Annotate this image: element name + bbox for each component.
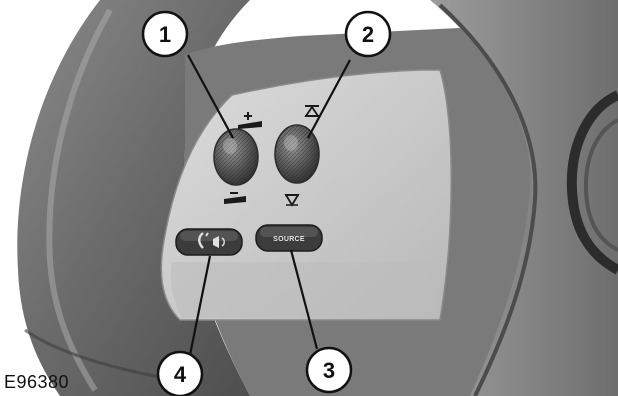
callout-2: 2: [346, 12, 390, 56]
volume-roller[interactable]: [214, 129, 258, 185]
callout-1: 1: [143, 12, 187, 56]
seek-roller[interactable]: [275, 125, 319, 183]
source-button-label: SOURCE: [273, 236, 305, 243]
callout-3: 3: [307, 348, 351, 392]
source-button[interactable]: SOURCE: [256, 225, 322, 251]
phone-voice-button[interactable]: [176, 229, 242, 255]
figure-id: E96380: [4, 372, 69, 392]
panel-lower-band: [171, 262, 438, 318]
callout-3-label: 3: [323, 358, 335, 383]
callout-1-label: 1: [159, 22, 171, 47]
callout-4-label: 4: [174, 362, 187, 387]
callout-4: 4: [158, 352, 202, 396]
callout-2-label: 2: [362, 22, 374, 47]
